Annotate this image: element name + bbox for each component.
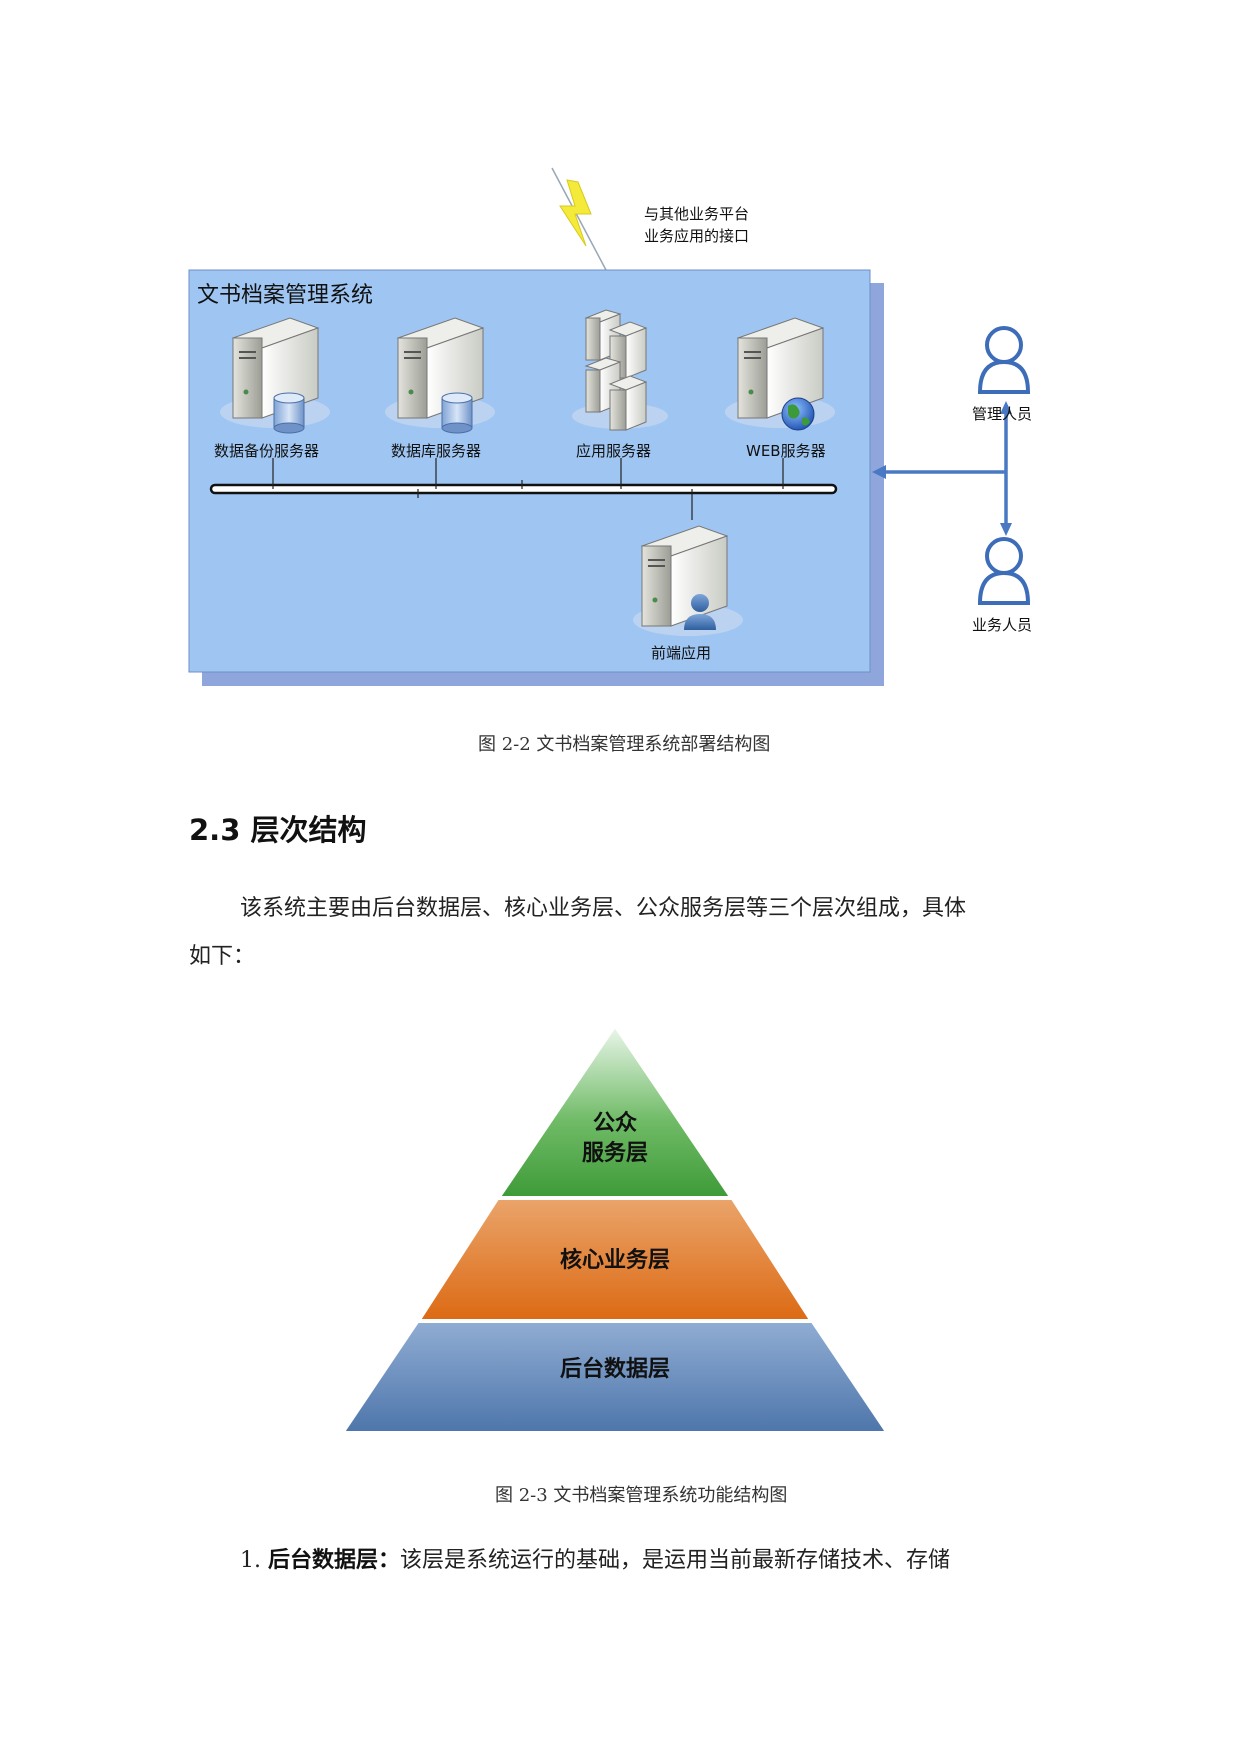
application-server-label: 应用服务器 — [576, 442, 652, 460]
interface-lightning-icon — [551, 167, 607, 271]
list-item-title: 后台数据层： — [268, 1548, 401, 1573]
pyramid-bottom-label: 后台数据层 — [559, 1357, 670, 1382]
frontend-label: 前端应用 — [651, 644, 712, 662]
intro-line1: 该系统主要由后台数据层、核心业务层、公众服务层等三个层次组成，具体 — [240, 896, 967, 921]
user-connection-arrows — [872, 401, 1012, 536]
web-server-label: WEB服务器 — [746, 442, 826, 460]
pyramid-top-layer — [498, 1025, 732, 1198]
list-item: 1. 后台数据层：该层是系统运行的基础，是运用当前最新存储技术、存储 — [240, 1537, 950, 1585]
layer-pyramid — [342, 1025, 888, 1433]
admin-user-icon — [977, 326, 1031, 394]
application-server-icon — [572, 309, 668, 431]
admin-user-label: 管理人员 — [972, 405, 1033, 423]
network-bus — [209, 458, 838, 520]
backup-server-label: 数据备份服务器 — [214, 442, 320, 460]
pyramid-middle-layer — [418, 1198, 812, 1321]
web-server-icon — [725, 317, 835, 431]
pyramid-top-label-line2: 服务层 — [581, 1141, 648, 1166]
business-user-label: 业务人员 — [972, 616, 1033, 634]
list-item-text: 该层是系统运行的基础，是运用当前最新存储技术、存储 — [400, 1548, 951, 1573]
figure2-caption: 图 2-3 文书档案管理系统功能结构图 — [495, 1485, 788, 1506]
business-user-icon — [977, 537, 1031, 605]
backup-server-icon — [220, 317, 330, 434]
interface-label-line2: 业务应用的接口 — [644, 227, 750, 245]
database-server-label: 数据库服务器 — [391, 442, 482, 460]
intro-line2: 如下： — [189, 944, 256, 969]
pyramid-top-label: 公众 服务层 — [540, 1109, 690, 1169]
interface-label-line1: 与其他业务平台 — [644, 205, 750, 223]
section-heading: 2.3 层次结构 — [189, 813, 367, 847]
pyramid-top-label-line1: 公众 — [592, 1111, 637, 1136]
pyramid-bottom-layer — [342, 1321, 888, 1433]
frontend-server-icon — [633, 525, 743, 636]
database-server-icon — [385, 317, 495, 434]
pyramid-middle-label: 核心业务层 — [559, 1248, 670, 1273]
list-item-number: 1. — [240, 1548, 261, 1573]
system-title: 文书档案管理系统 — [197, 283, 374, 308]
figure1-caption: 图 2-2 文书档案管理系统部署结构图 — [478, 734, 771, 755]
